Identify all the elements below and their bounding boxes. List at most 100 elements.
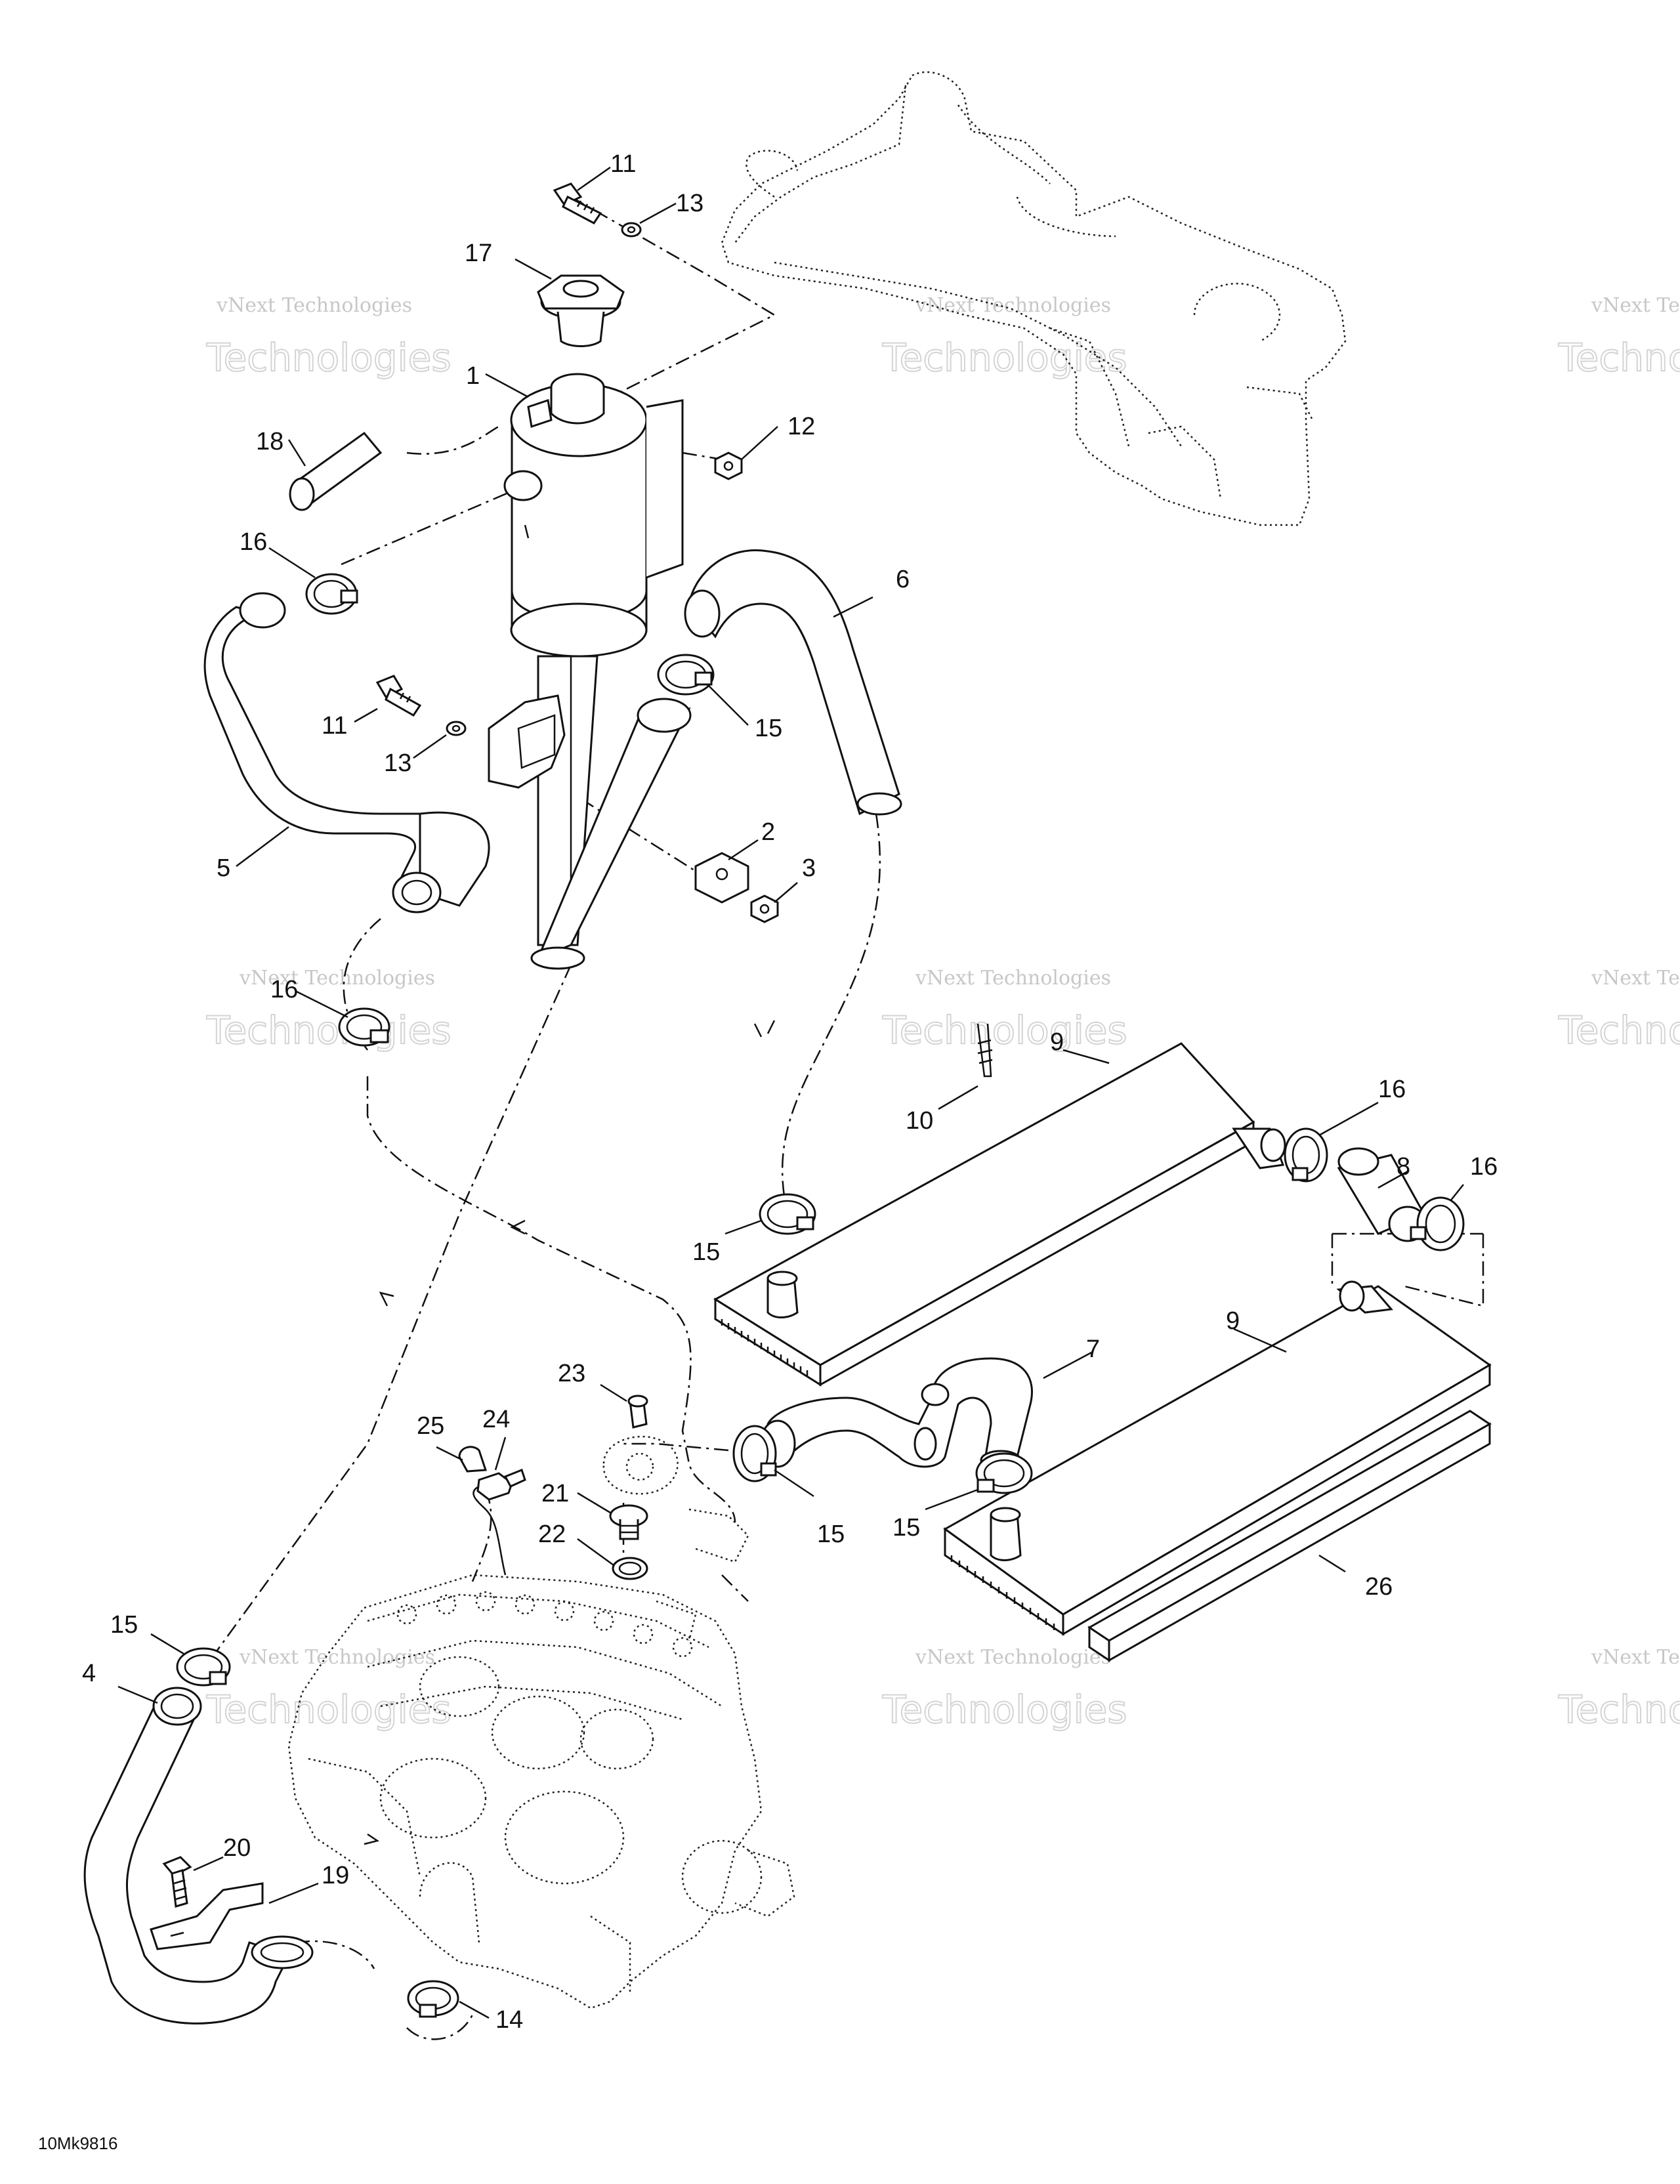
callout-labels: 11 13 17 1 18 12 16 6 15 11 13 5 2 3 16 …: [82, 150, 1498, 2034]
callout-12: 12: [788, 413, 815, 440]
watermark-outline: Technol: [1558, 335, 1680, 380]
part-6-hose: [684, 549, 902, 816]
watermark-text: vNext Technologies: [239, 1646, 435, 1669]
callout-18: 18: [256, 428, 284, 455]
callout-2: 2: [761, 818, 775, 846]
callout-3: 3: [802, 854, 816, 882]
watermark-outline: Technologies: [882, 1008, 1127, 1053]
watermark-outline: Technol: [1558, 1687, 1680, 1732]
part-20-bolt: [162, 1856, 192, 1908]
part-15-clamp-radiator-upper: [759, 1193, 816, 1235]
part-15-clamp-upper: [657, 654, 715, 696]
callout-16-right-b: 16: [1470, 1153, 1498, 1181]
watermark-text: vNext Technologies: [915, 1646, 1111, 1669]
part-2-square-nut: [694, 852, 749, 904]
watermark-group: vNext Technologies Technologies vNext Te…: [205, 294, 1680, 1732]
chassis-frame-outline: [721, 71, 1347, 526]
assembly-lines: [209, 196, 1484, 2040]
callout-15-lower-left: 15: [110, 1611, 138, 1639]
callout-26: 26: [1365, 1573, 1393, 1601]
callout-5: 5: [217, 854, 230, 882]
watermark-outline: Technologies: [206, 335, 452, 380]
part-7-hose: [759, 1357, 1033, 1471]
part-1-expansion-tank: [503, 373, 684, 946]
part-9-radiator-upper: [713, 1042, 1286, 1387]
callout-7: 7: [1086, 1335, 1100, 1363]
part-23-bleed-screw: [627, 1395, 648, 1429]
callout-6: 6: [896, 566, 910, 593]
part-3-nut: [750, 894, 779, 923]
thermostat-housing: [602, 1435, 679, 1495]
tank-mount-bracket: [488, 694, 566, 789]
callout-13-middle: 13: [384, 749, 411, 777]
callout-1: 1: [466, 362, 480, 390]
part-9-radiator-lower: [943, 1280, 1492, 1636]
part-10-screw: [976, 1023, 993, 1078]
callout-9-lower: 9: [1226, 1307, 1240, 1335]
callout-11-top: 11: [610, 150, 636, 178]
watermark-text: vNext Technologies: [915, 294, 1111, 317]
callout-21: 21: [541, 1480, 569, 1507]
part-25-sensor-boot: [458, 1446, 488, 1473]
callout-24: 24: [482, 1406, 510, 1433]
part-13-washer-middle: [446, 721, 467, 736]
part-16-clamp-middle: [338, 1007, 390, 1047]
leader-lines: [117, 166, 1464, 2019]
callout-14: 14: [495, 2006, 523, 2034]
callout-4: 4: [82, 1660, 96, 1687]
part-13-washer-top: [621, 222, 642, 238]
part-16-clamp-right-a: [1284, 1127, 1328, 1183]
engine-outline: [287, 1508, 795, 2009]
part-5-hose: [203, 592, 490, 914]
part-11-bolt-top: [553, 182, 602, 224]
watermark-text: vNext Technologies: [1591, 294, 1680, 317]
watermark-text: vNext Technologies: [915, 967, 1111, 990]
callout-11-middle: 11: [322, 712, 347, 740]
callout-25: 25: [417, 1412, 444, 1440]
watermark-outline: Technologies: [882, 1687, 1127, 1732]
callout-23: 23: [558, 1360, 585, 1387]
part-19-bracket: [150, 1882, 264, 1950]
drawing-reference: 10Mk9816: [38, 2133, 117, 2153]
watermark-outline: Technologies: [206, 1008, 452, 1053]
part-14-clamp: [407, 1980, 459, 2018]
part-16-clamp-upper: [305, 573, 358, 615]
part-17-radiator-cap: [537, 274, 625, 347]
filler-pipe: [530, 698, 692, 970]
callout-10: 10: [906, 1107, 933, 1135]
part-24-temperature-sensor: [472, 1469, 526, 1576]
callout-17: 17: [465, 240, 492, 267]
callout-15-thermostat: 15: [817, 1521, 845, 1548]
callout-15-upper: 15: [755, 715, 782, 742]
callout-19: 19: [322, 1862, 349, 1889]
callout-16-right-a: 16: [1378, 1076, 1406, 1103]
watermark-text: vNext Technologies: [239, 967, 435, 990]
part-15-clamp-thermostat: [732, 1425, 777, 1482]
callout-8: 8: [1396, 1153, 1410, 1181]
callout-15-radiator-upper: 15: [692, 1238, 720, 1266]
part-15-clamp-lower-left: [176, 1647, 231, 1687]
part-4-hose: [83, 1687, 314, 2025]
callout-20: 20: [223, 1834, 251, 1862]
part-15-clamp-radiator-lower: [975, 1452, 1033, 1494]
part-16-clamp-right-b: [1410, 1196, 1465, 1251]
part-26-strip: [1087, 1410, 1492, 1662]
part-22-gasket: [612, 1557, 648, 1580]
callout-22: 22: [538, 1521, 566, 1548]
watermark-text: vNext Technologies: [216, 294, 412, 317]
callout-15-radiator-lower: 15: [892, 1514, 920, 1542]
part-21-thermostat: [609, 1504, 648, 1540]
watermark-outline: Technol: [1558, 1008, 1680, 1053]
callout-13-top: 13: [676, 190, 704, 217]
watermark-outline: Technologies: [882, 335, 1127, 380]
part-11-bolt-middle: [375, 675, 422, 717]
watermark-outline: Technologies: [206, 1687, 452, 1732]
part-12-nut: [714, 452, 743, 480]
callout-9-upper: 9: [1050, 1028, 1064, 1056]
watermark-text: vNext Technologies: [1591, 1646, 1680, 1669]
part-18-overflow-hose: [289, 431, 383, 511]
callout-16-middle: 16: [270, 976, 298, 1003]
watermark-text: vNext Technologies: [1591, 967, 1680, 990]
callout-16-upper: 16: [240, 528, 267, 556]
